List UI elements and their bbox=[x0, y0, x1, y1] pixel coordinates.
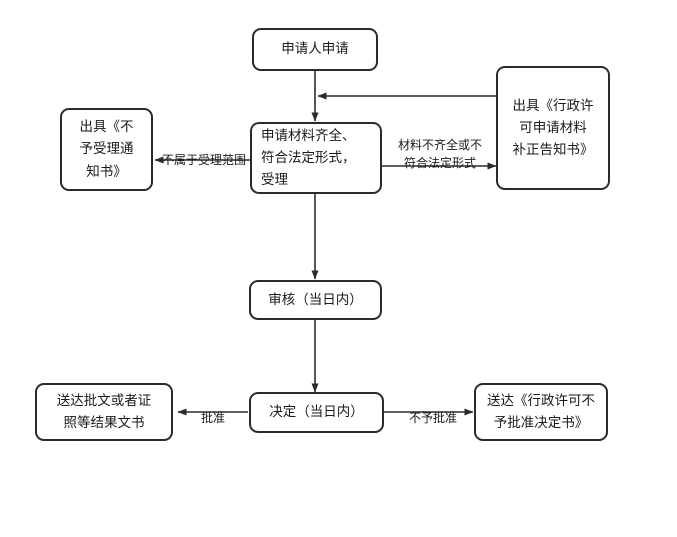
edge-label-text: 不予批准 bbox=[408, 411, 457, 426]
node-label: 送达《行政许可不 予批准决定书》 bbox=[487, 392, 595, 431]
node-label: 出具《不 予受理通 知书》 bbox=[79, 119, 134, 180]
node-applicant-application[interactable]: 申请人申请 bbox=[252, 28, 378, 71]
node-accept-application[interactable]: 申请材料齐全、 符合法定形式， 受理 bbox=[250, 122, 382, 194]
edge-label-text: 不属于受理范围 bbox=[161, 153, 246, 168]
edge-label-approved: 批准 bbox=[182, 393, 244, 428]
node-supplement-notice[interactable]: 出具《行政许 可申请材料 补正告知书》 bbox=[496, 66, 610, 190]
node-review[interactable]: 审核（当日内） bbox=[249, 280, 382, 320]
edge-label-incomplete-materials: 材料不齐全或不 符合法定形式 bbox=[390, 120, 490, 172]
node-label: 申请材料齐全、 符合法定形式， 受理 bbox=[261, 127, 356, 189]
node-deliver-approval-documents[interactable]: 送达批文或者证 照等结果文书 bbox=[35, 383, 173, 441]
edge-label-not-in-scope: 不属于受理范围 bbox=[158, 135, 250, 170]
node-decision[interactable]: 决定（当日内） bbox=[249, 392, 384, 433]
node-label: 审核（当日内） bbox=[268, 291, 363, 308]
node-label: 决定（当日内） bbox=[269, 404, 364, 421]
node-label: 出具《行政许 可申请材料 补正告知书》 bbox=[512, 97, 594, 159]
node-non-acceptance-notice[interactable]: 出具《不 予受理通 知书》 bbox=[60, 108, 153, 191]
edge-label-text: 材料不齐全或不 符合法定形式 bbox=[397, 138, 482, 170]
edge-label-text: 批准 bbox=[200, 411, 225, 426]
edge-label-not-approved: 不予批准 bbox=[400, 393, 466, 428]
node-label: 申请人申请 bbox=[281, 41, 349, 58]
node-label: 送达批文或者证 照等结果文书 bbox=[56, 392, 152, 431]
node-deliver-rejection-decision[interactable]: 送达《行政许可不 予批准决定书》 bbox=[474, 383, 608, 441]
